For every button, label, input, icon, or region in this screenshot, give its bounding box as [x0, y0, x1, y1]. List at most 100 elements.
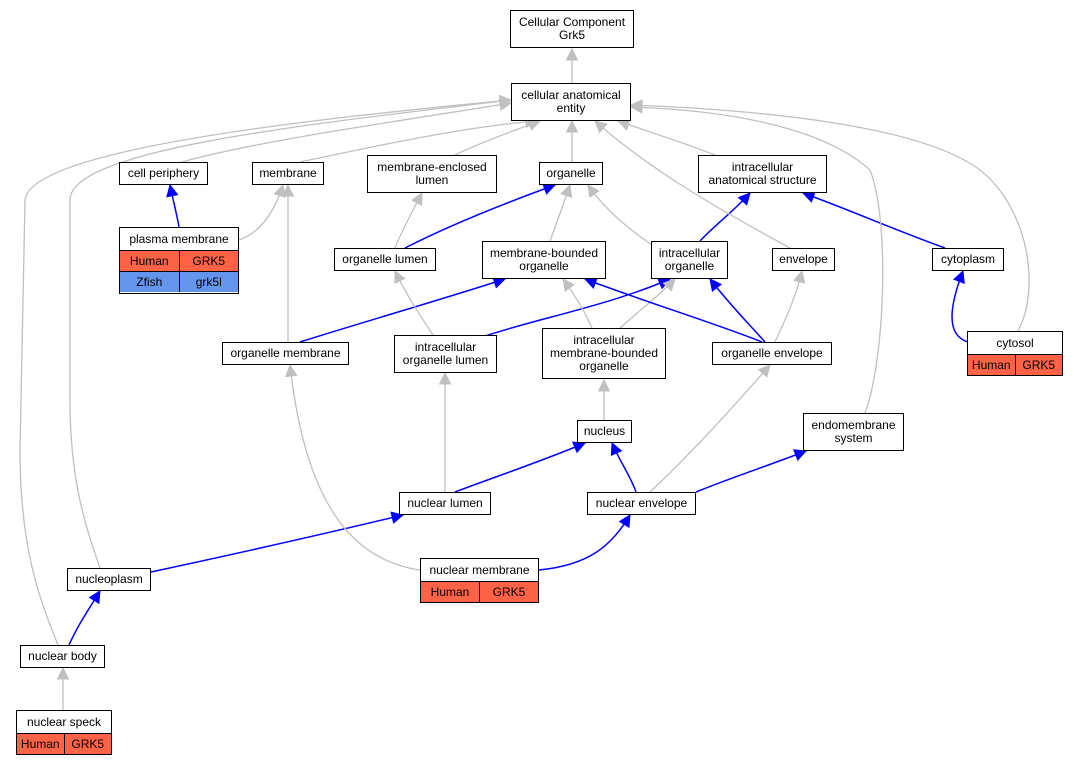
edge-arrowhead	[88, 590, 101, 605]
node-label: organelle	[546, 166, 596, 180]
edge-part-of-nuclear-membrane-to-nuclear-envelope	[538, 514, 631, 571]
node-nuclear-lumen[interactable]: nuclear lumen	[399, 492, 491, 515]
node-cytoplasm[interactable]: cytoplasm	[932, 248, 1004, 271]
edge-part-of-intracellular-organelle-lumen-to-intracellular-organelle	[484, 278, 671, 337]
edge-is-a-cytosol-to-cellular-anatomical-entity	[630, 104, 1030, 332]
edge-is-a-nucleoplasm-to-cellular-anatomical-entity	[69, 99, 512, 569]
node-organelle-lumen[interactable]: organelle lumen	[334, 248, 436, 271]
node-label: membrane-enclosed lumen	[377, 160, 487, 187]
node-label: nuclear body	[28, 649, 97, 663]
edge-is-a-nuclear-envelope-to-organelle-envelope	[649, 364, 771, 493]
node-label: nucleoplasm	[75, 572, 143, 586]
edge-arrowhead	[394, 269, 406, 285]
species-cell: Human	[430, 585, 470, 599]
edge-arrowhead	[792, 449, 808, 462]
node-label: cell periphery	[127, 166, 200, 180]
edge-arrowhead	[610, 441, 623, 457]
node-envelope[interactable]: envelope	[772, 248, 835, 271]
edge-arrowhead	[583, 277, 598, 289]
node-label: cytosol	[996, 335, 1034, 350]
edge-arrowhead	[662, 278, 676, 292]
edge-is-a-intracellular-anatomical-structure-to-cellular-anatomical-entity	[617, 120, 716, 156]
annotation-row-human: Human GRK5	[120, 250, 238, 271]
node-intracellular-organelle[interactable]: intracellular organelle	[651, 241, 728, 279]
node-intracellular-membrane-bounded-organelle[interactable]: intracellular membrane-bounded organelle	[542, 328, 666, 379]
gene-cell: GRK5	[178, 251, 239, 271]
node-cellular-anatomical-entity[interactable]: cellular anatomical entity	[511, 83, 631, 121]
edge-arrowhead	[757, 364, 771, 378]
annotation-row-human: Human GRK5	[421, 581, 538, 602]
node-label: membrane	[259, 166, 317, 180]
edge-arrowhead	[565, 119, 579, 133]
edge-arrowhead	[542, 183, 557, 195]
node-label: membrane-bounded organelle	[489, 246, 599, 273]
gene-cell: grk5l	[178, 272, 239, 292]
edge-part-of-nucleoplasm-to-nuclear-lumen	[150, 514, 404, 573]
node-nuclear-membrane[interactable]: nuclear membrane Human GRK5	[420, 558, 539, 603]
species-cell: Zfish	[136, 275, 163, 289]
node-label: cytoplasm	[940, 252, 996, 266]
node-label: nuclear lumen	[407, 496, 483, 510]
node-membrane-bounded-organelle[interactable]: membrane-bounded organelle	[482, 241, 606, 279]
edge-arrowhead	[281, 183, 295, 197]
annotation-row-human: Human GRK5	[17, 733, 111, 754]
node-plasma-membrane[interactable]: plasma membrane Human GRK5 Zfish grk5l	[119, 227, 239, 294]
gene-cell: GRK5	[1014, 355, 1063, 375]
node-organelle[interactable]: organelle	[539, 162, 603, 185]
gene-cell: GRK5	[479, 582, 538, 602]
node-label: endomembrane system	[811, 418, 896, 445]
node-nucleus[interactable]: nucleus	[577, 420, 632, 443]
node-label: envelope	[779, 252, 828, 266]
edge-arrowhead	[629, 101, 643, 114]
node-nuclear-body[interactable]: nuclear body	[20, 645, 105, 668]
node-label: Cellular Component Grk5	[518, 15, 626, 42]
node-organelle-membrane[interactable]: organelle membrane	[222, 342, 349, 365]
edge-arrowhead	[953, 269, 965, 284]
node-cell-periphery[interactable]: cell periphery	[119, 162, 208, 185]
node-organelle-envelope[interactable]: organelle envelope	[712, 342, 832, 365]
edge-arrowhead	[565, 47, 579, 61]
node-label: organelle lumen	[342, 252, 428, 266]
edge-arrowhead	[793, 269, 806, 284]
node-label: intracellular membrane-bounded organelle	[549, 333, 659, 373]
node-label: nuclear envelope	[595, 496, 688, 510]
node-cellular-component[interactable]: Cellular Component Grk5	[510, 10, 634, 48]
edge-arrowhead	[571, 441, 587, 454]
edge-arrowhead	[498, 94, 513, 108]
node-nuclear-speck[interactable]: nuclear speck Human GRK5	[16, 710, 112, 755]
node-label: nucleus	[583, 424, 626, 438]
node-membrane[interactable]: membrane	[252, 162, 324, 185]
edge-arrowhead	[273, 183, 286, 198]
annotation-row-zfish: Zfish grk5l	[120, 271, 238, 292]
node-label: intracellular organelle lumen	[402, 340, 489, 367]
node-label: organelle envelope	[721, 346, 823, 360]
node-membrane-enclosed-lumen[interactable]: membrane-enclosed lumen	[367, 155, 497, 193]
node-label: nuclear membrane	[429, 562, 530, 577]
edge-is-a-membrane-enclosed-lumen-to-cellular-anatomical-entity	[454, 120, 541, 156]
edge-part-of-nuclear-lumen-to-nucleus	[454, 442, 586, 493]
edge-arrowhead	[801, 190, 816, 203]
edge-arrowhead	[737, 192, 751, 206]
edge-part-of-cytoplasm-to-intracellular-anatomical-structure	[802, 192, 946, 249]
edge-arrowhead	[597, 378, 611, 392]
node-intracellular-anatomical-structure[interactable]: intracellular anatomical structure	[698, 155, 827, 193]
edge-is-a-intracellular-organelle-to-organelle	[587, 184, 653, 246]
node-cytosol[interactable]: cytosol Human GRK5	[967, 331, 1063, 376]
edge-arrowhead	[587, 184, 600, 199]
node-nuclear-envelope[interactable]: nuclear envelope	[587, 492, 696, 515]
edge-arrowhead	[527, 118, 542, 131]
edge-arrowhead	[166, 183, 179, 198]
edge-is-a-envelope-to-cellular-anatomical-entity	[594, 120, 791, 249]
edge-arrowhead	[618, 514, 631, 529]
node-label: organelle membrane	[230, 346, 341, 360]
node-endomembrane-system[interactable]: endomembrane system	[803, 413, 904, 451]
edge-arrowhead	[438, 371, 452, 385]
edge-is-a-cell-periphery-to-cellular-anatomical-entity	[181, 102, 512, 163]
node-label: intracellular anatomical structure	[708, 160, 817, 187]
species-cell: Human	[20, 737, 60, 751]
node-nucleoplasm[interactable]: nucleoplasm	[67, 568, 151, 591]
edge-arrowhead	[411, 192, 423, 207]
node-intracellular-organelle-lumen[interactable]: intracellular organelle lumen	[394, 335, 497, 373]
edge-arrowhead	[560, 183, 573, 198]
